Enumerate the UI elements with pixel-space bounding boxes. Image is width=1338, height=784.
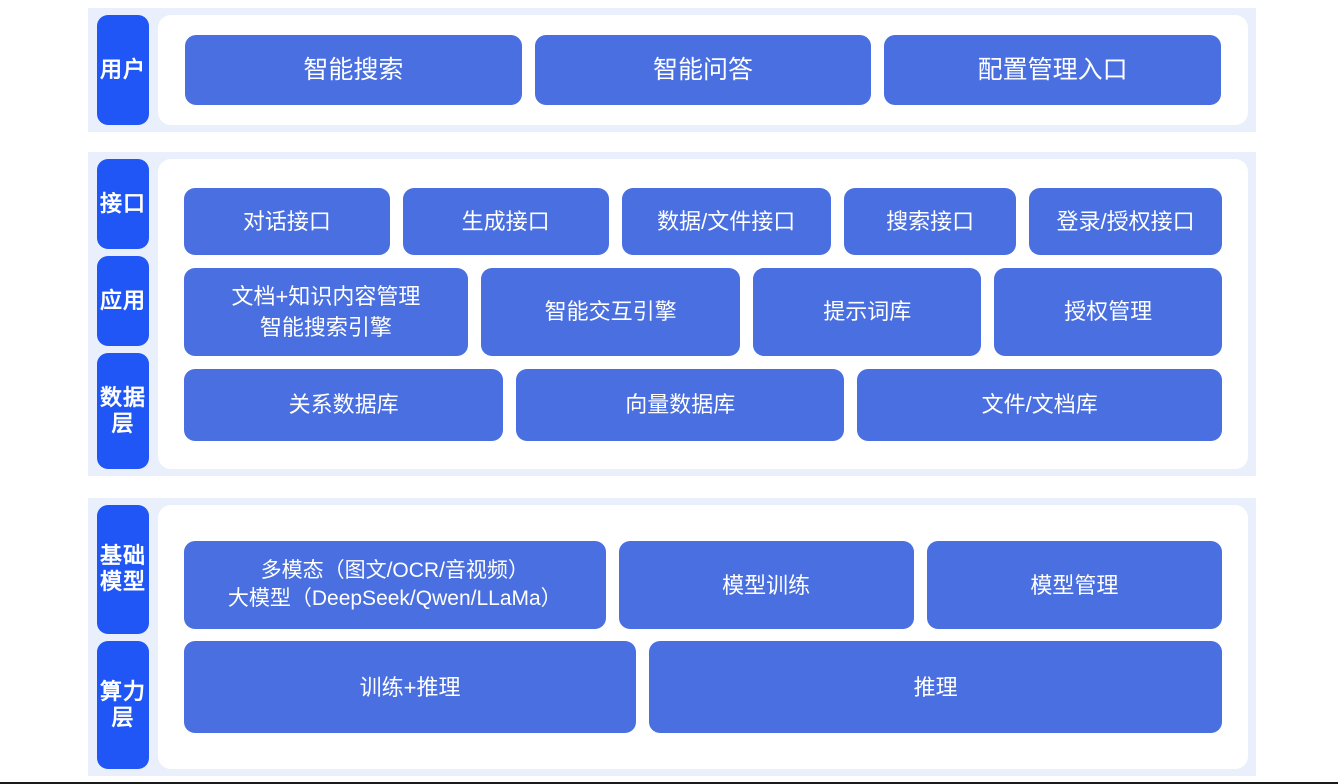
row-compute: 训练+推理 推理 (184, 641, 1222, 733)
box-model-training[interactable]: 模型训练 (618, 541, 914, 629)
section-middle: 接口 应用 数据层 对话接口 生成接口 数据/文件接口 搜索接口 登录/授权接口… (88, 152, 1256, 476)
tag-column-middle: 接口 应用 数据层 (97, 159, 149, 469)
box-file-document-store[interactable]: 文件/文档库 (857, 368, 1222, 441)
panel-user: 智能搜索 智能问答 配置管理入口 (158, 15, 1248, 125)
box-intelligent-search[interactable]: 智能搜索 (185, 35, 522, 105)
layer-tag-foundation-model: 基础模型 (97, 505, 149, 634)
box-data-file-interface[interactable]: 数据/文件接口 (621, 187, 831, 255)
box-intelligent-interaction-engine[interactable]: 智能交互引擎 (480, 267, 741, 356)
box-generation-interface[interactable]: 生成接口 (402, 187, 609, 255)
layer-tag-interface: 接口 (97, 159, 149, 249)
section-user: 用户 智能搜索 智能问答 配置管理入口 (88, 8, 1256, 132)
box-prompt-library[interactable]: 提示词库 (753, 267, 982, 356)
box-config-management-entry[interactable]: 配置管理入口 (884, 35, 1222, 105)
box-dialog-interface[interactable]: 对话接口 (184, 187, 390, 255)
box-model-management[interactable]: 模型管理 (926, 541, 1223, 629)
layer-tag-user: 用户 (97, 15, 149, 125)
box-vector-database[interactable]: 向量数据库 (516, 368, 845, 441)
panel-bottom: 多模态（图文/OCR/音视频） 大模型（DeepSeek/Qwen/LLaMa）… (158, 505, 1248, 769)
row-foundation-model: 多模态（图文/OCR/音视频） 大模型（DeepSeek/Qwen/LLaMa）… (184, 541, 1223, 629)
box-training-plus-inference[interactable]: 训练+推理 (184, 641, 637, 733)
panel-middle: 对话接口 生成接口 数据/文件接口 搜索接口 登录/授权接口 文档+知识内容管理… (158, 159, 1248, 469)
layer-tag-application: 应用 (97, 256, 149, 346)
row-user-apps: 智能搜索 智能问答 配置管理入口 (185, 35, 1222, 105)
tag-column-bottom: 基础模型 算力层 (97, 505, 149, 769)
box-multimodal-large-model[interactable]: 多模态（图文/OCR/音视频） 大模型（DeepSeek/Qwen/LLaMa） (184, 541, 606, 629)
box-login-auth-interface[interactable]: 登录/授权接口 (1029, 187, 1222, 255)
tag-column-user: 用户 (97, 15, 149, 125)
box-relational-database[interactable]: 关系数据库 (184, 368, 504, 441)
box-search-interface[interactable]: 搜索接口 (843, 187, 1017, 255)
box-inference[interactable]: 推理 (649, 641, 1222, 733)
box-intelligent-qa[interactable]: 智能问答 (534, 35, 872, 105)
layer-tag-data: 数据层 (97, 353, 149, 469)
bottom-divider (0, 782, 1338, 784)
layer-tag-compute: 算力层 (97, 640, 149, 769)
row-data: 关系数据库 向量数据库 文件/文档库 (184, 368, 1222, 441)
box-document-knowledge-management[interactable]: 文档+知识内容管理 智能搜索引擎 (184, 267, 468, 356)
row-application: 文档+知识内容管理 智能搜索引擎 智能交互引擎 提示词库 授权管理 (184, 267, 1223, 356)
section-bottom: 基础模型 算力层 多模态（图文/OCR/音视频） 大模型（DeepSeek/Qw… (88, 498, 1256, 776)
row-interface: 对话接口 生成接口 数据/文件接口 搜索接口 登录/授权接口 (184, 187, 1222, 255)
box-authorization-management[interactable]: 授权管理 (994, 267, 1223, 356)
